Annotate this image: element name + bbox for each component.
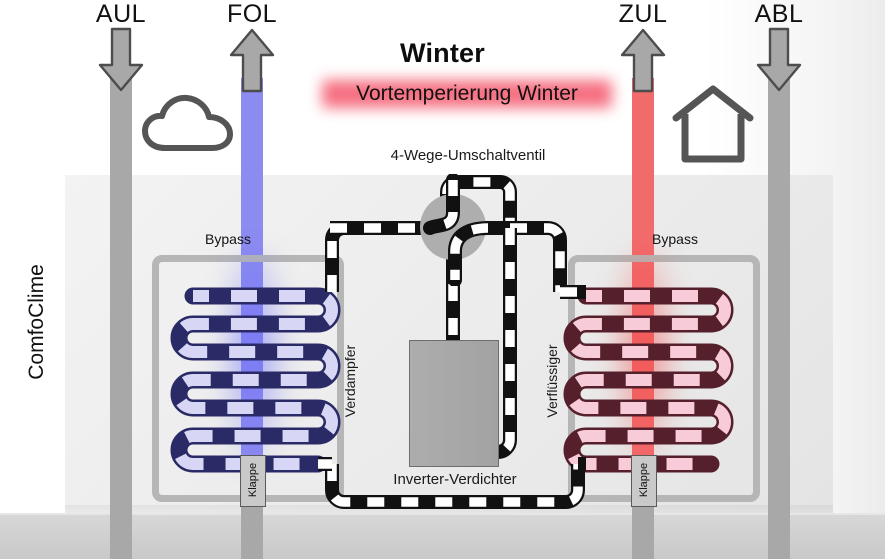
compressor-label: Inverter-Verdichter [393,471,517,488]
duct-label-fol: FOL [226,0,278,28]
evaporator-label: Verdampfer [342,344,358,418]
condenser-label: Verflüssiger [544,344,560,418]
inverter-compressor [409,340,499,467]
damper-right-label: Klappe [638,462,650,498]
duct-label-zul: ZUL [618,0,668,28]
duct-abl [768,78,790,559]
duct-label-aul: AUL [95,0,147,28]
damper-right: Klappe [631,455,657,507]
up-arrow-zul [620,28,666,93]
subtitle-group: Vortemperierung Winter [322,78,612,112]
bypass-label-right: Bypass [652,231,698,247]
page-title: Winter [400,38,485,68]
condenser-coil [563,287,734,473]
down-arrow-abl [756,27,802,92]
duct-label-abl: ABL [754,0,804,28]
four-way-valve-internals [423,174,495,286]
damper-left: Klappe [240,455,266,507]
pipe-valve-to-condenser [476,221,567,292]
cloud-icon [142,94,233,151]
pipe-bottom-line [325,464,585,509]
floor-band [0,515,885,559]
valve-label: 4-Wege-Umschaltventil [390,147,546,164]
page-subtitle: Vortemperierung Winter [356,82,578,105]
subtitle-highlight [322,80,612,108]
duct-aul [110,78,132,559]
up-arrow-fol [229,28,275,93]
floor-line [0,513,885,516]
bypass-label-left: Bypass [205,231,251,247]
pipe-evaporator-to-valve [325,221,404,292]
down-arrow-aul [98,27,144,92]
evaporator-coil [170,287,341,473]
damper-left-label: Klappe [247,462,259,498]
house-icon [672,85,754,163]
